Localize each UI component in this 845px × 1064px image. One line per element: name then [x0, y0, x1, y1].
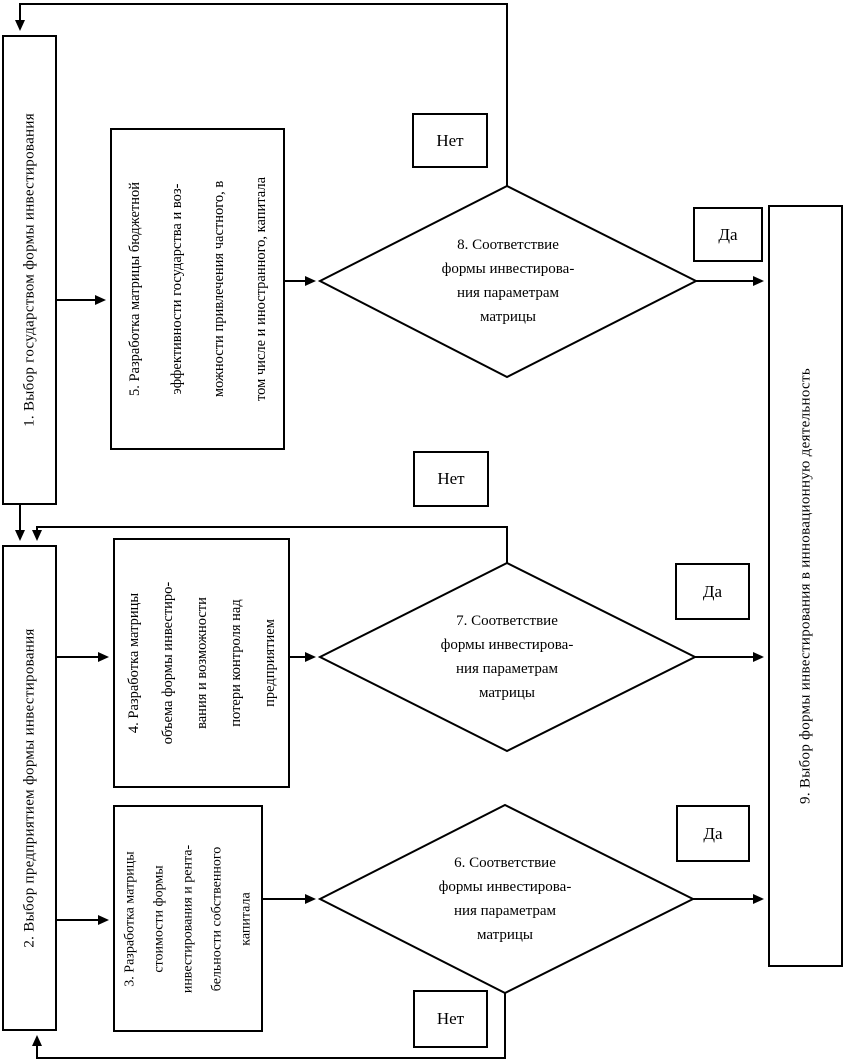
box-5-budget-matrix: 5. Разработка матрицы бюджетной эффектив… [110, 128, 285, 450]
box-3-cost-matrix: 3. Разработка матрицы стоимости формы ин… [113, 805, 263, 1032]
box-4-label: 4. Разработка матрицы объема формы инвес… [125, 581, 278, 745]
diamond-6-label: 6. Соответствие формы инвестирова- ния п… [438, 855, 572, 943]
label-no-middle: Нет [413, 451, 489, 507]
diamond-6-shape [317, 803, 696, 995]
box-1-label: 1. Выбор государством формы инвестирован… [21, 113, 37, 427]
box-9-label: 9. Выбор формы инвестирования в инноваци… [797, 368, 813, 804]
diamond-7-label: 7. Соответствие формы инвестирова- ния п… [440, 613, 574, 701]
box-5-label: 5. Разработка матрицы бюджетной эффектив… [126, 176, 269, 402]
label-yes-top: Да [693, 207, 763, 262]
arrow-no-d6-to-box2 [32, 993, 506, 1059]
box-2-label: 2. Выбор предприятием формы инвестирован… [21, 628, 37, 948]
diamond-8-label: 8. Соответствие формы инвестирова- ния п… [441, 237, 575, 325]
label-yes-bottom: Да [676, 805, 750, 862]
box-3-label: 3. Разработка матрицы стоимости формы ин… [122, 844, 254, 993]
label-yes-middle: Да [675, 563, 750, 620]
box-2-enterprise-choice: 2. Выбор предприятием формы инвестирован… [2, 545, 57, 1031]
diamond-7-shape [317, 561, 698, 753]
box-4-volume-matrix: 4. Разработка матрицы объема формы инвес… [113, 538, 290, 788]
label-no-bottom: Нет [413, 990, 488, 1048]
arrow-no-d7-to-box2 [32, 526, 508, 563]
diamond-8-shape [317, 184, 699, 379]
box-1-gov-choice: 1. Выбор государством формы инвестирован… [2, 35, 57, 505]
arrow-no-d8-to-box1 [15, 3, 508, 186]
box-9-final-choice: 9. Выбор формы инвестирования в инноваци… [768, 205, 843, 967]
label-no-top: Нет [412, 113, 488, 168]
